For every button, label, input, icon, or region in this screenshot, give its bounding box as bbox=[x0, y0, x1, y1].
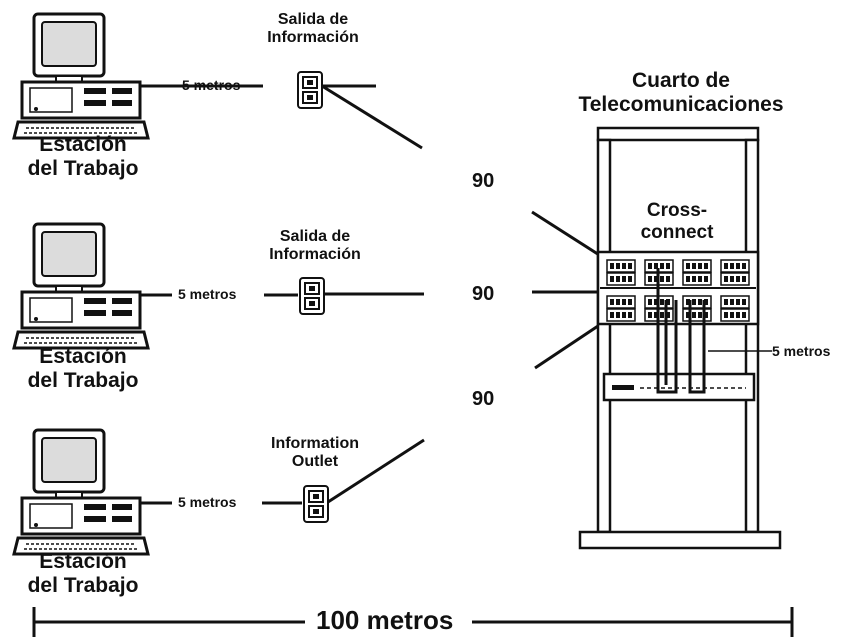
workstation-1-label-line1: Estación bbox=[39, 133, 127, 156]
workstation-2-label: Estación del Trabajo bbox=[8, 345, 158, 393]
outlet-1-label: Salida de Información bbox=[248, 11, 378, 48]
telecom-room-title: Cuarto de Telecomunicaciones bbox=[556, 69, 806, 117]
patch-cord-1 bbox=[656, 268, 678, 394]
workstation-2-computer-icon bbox=[12, 222, 150, 350]
total-length-label: 100 metros bbox=[316, 605, 454, 635]
run-3-line bbox=[327, 438, 425, 504]
patch-cord-2 bbox=[688, 300, 706, 394]
workstation-1-computer-icon bbox=[12, 12, 150, 140]
crossconnect-label: Cross- connect bbox=[608, 200, 746, 244]
cable-2-label: 5 metros bbox=[178, 286, 237, 302]
cable-3-label: 5 metros bbox=[178, 494, 237, 510]
workstation-1-label: Estación del Trabajo bbox=[8, 133, 158, 181]
telecom-room-title-line1: Cuarto de bbox=[631, 69, 730, 92]
outlet-2-icon bbox=[299, 277, 325, 315]
telecom-rack bbox=[578, 126, 782, 550]
workstation-1-label-line2: del Trabajo bbox=[27, 157, 139, 181]
crossconnect-label-line1: Cross- bbox=[646, 200, 708, 221]
run-2-label: 90 bbox=[472, 283, 495, 305]
run-1-label: 90 bbox=[472, 170, 495, 192]
crossconnect-label-line2: connect bbox=[640, 221, 714, 243]
outlet-2-label: Salida de Información bbox=[250, 228, 380, 265]
workstation-3-label-line1: Estación bbox=[39, 550, 127, 573]
outlet-3-label: Information Outlet bbox=[250, 435, 380, 472]
workstation-2-label-line2: del Trabajo bbox=[27, 369, 139, 393]
outlet-2-label-line1: Salida de bbox=[279, 228, 351, 245]
outlet-1-label-line2: Información bbox=[267, 29, 359, 47]
outlet-3-label-line1: Information bbox=[271, 435, 359, 452]
cable-1-label: 5 metros bbox=[182, 77, 241, 93]
run-3-label: 90 bbox=[472, 388, 495, 410]
workstation-3-label: Estación del Trabajo bbox=[8, 550, 158, 598]
workstation-2-label-line1: Estación bbox=[39, 345, 127, 368]
run-1-line bbox=[321, 84, 423, 150]
outlet-2-label-line2: Información bbox=[269, 246, 361, 264]
outlet-1-label-line1: Salida de bbox=[277, 11, 349, 28]
outlet-3-label-line2: Outlet bbox=[291, 453, 339, 471]
outlet-3-icon bbox=[303, 485, 329, 523]
workstation-3-computer-icon bbox=[12, 428, 150, 556]
patch-cord-label: 5 metros bbox=[772, 343, 831, 359]
telecom-room-title-line2: Telecomunicaciones bbox=[578, 93, 784, 117]
outlet-1-icon bbox=[297, 71, 323, 109]
workstation-3-label-line2: del Trabajo bbox=[27, 574, 139, 598]
equipment-unit bbox=[602, 372, 756, 402]
